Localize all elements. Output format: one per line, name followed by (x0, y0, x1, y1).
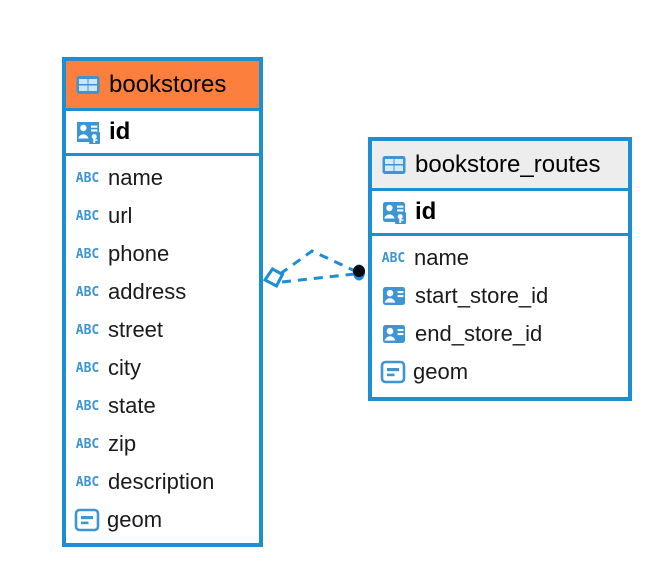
field-label: zip (108, 431, 137, 456)
primary-key-label: id (415, 198, 437, 225)
relationship-line-lower (281, 272, 356, 284)
field-row-url[interactable]: ABC url (66, 197, 259, 235)
foreign-key-icon (380, 282, 408, 310)
field-list-bookstore-routes: ABC name start_store_ (372, 236, 628, 391)
field-row-phone[interactable]: ABC phone (66, 235, 259, 273)
field-label: geom (107, 507, 163, 532)
abc-text-icon: ABC (381, 250, 406, 266)
abc-text-icon: ABC (75, 170, 100, 186)
field-label: name (108, 165, 164, 190)
entity-bookstores[interactable]: bookstores (62, 57, 263, 547)
filled-circle-marker (353, 264, 365, 281)
field-row-address[interactable]: ABC address (66, 273, 259, 311)
field-row-geom[interactable]: geom (372, 353, 628, 391)
entity-header-bookstores[interactable]: bookstores (66, 61, 259, 108)
field-row-city[interactable]: ABC city (66, 349, 259, 387)
relationship-connector[interactable] (255, 238, 375, 313)
entity-bookstore-routes[interactable]: bookstore_routes (368, 137, 632, 401)
table-icon (380, 151, 408, 179)
abc-text-icon: ABC (75, 436, 100, 452)
field-row-state[interactable]: ABC state (66, 387, 259, 425)
entity-name-label: bookstores (109, 70, 227, 98)
entity-name-label: bookstore_routes (415, 150, 601, 178)
field-row-street[interactable]: ABC street (66, 311, 259, 349)
abc-text-icon: ABC (75, 246, 100, 262)
abc-text-icon: ABC (75, 360, 100, 376)
field-label: url (108, 203, 133, 228)
field-label: start_store_id (415, 283, 549, 308)
field-label: street (108, 317, 164, 342)
foreign-key-icon (380, 320, 408, 348)
abc-text-icon: ABC (75, 474, 100, 490)
field-label: address (108, 279, 187, 304)
field-label: state (108, 393, 156, 418)
field-row-id[interactable]: id (372, 188, 628, 236)
diamond-outline-marker (262, 267, 285, 289)
field-row-id[interactable]: id (66, 108, 259, 156)
field-label: name (414, 245, 470, 270)
field-label: description (108, 469, 215, 494)
abc-text-icon: ABC (75, 284, 100, 300)
primary-key-icon (380, 198, 408, 226)
field-row-geom[interactable]: geom (66, 501, 259, 539)
field-label: city (108, 355, 141, 380)
field-label: geom (413, 359, 469, 384)
primary-key-label: id (109, 118, 131, 145)
geometry-icon (74, 508, 100, 532)
field-label: phone (108, 241, 170, 266)
entity-header-bookstore-routes[interactable]: bookstore_routes (372, 141, 628, 188)
relationship-line-upper (279, 249, 356, 276)
field-row-end-store-id[interactable]: end_store_id (372, 315, 628, 353)
table-icon (74, 71, 102, 99)
abc-text-icon: ABC (75, 398, 100, 414)
primary-key-icon (74, 118, 102, 146)
geometry-icon (380, 360, 406, 384)
field-list-bookstores: ABC name ABC url ABC phone ABC (66, 156, 259, 539)
field-row-description[interactable]: ABC description (66, 463, 259, 501)
abc-text-icon: ABC (75, 208, 100, 224)
field-label: end_store_id (415, 321, 543, 346)
field-row-name[interactable]: ABC name (372, 239, 628, 277)
field-row-start-store-id[interactable]: start_store_id (372, 277, 628, 315)
abc-text-icon: ABC (75, 322, 100, 338)
field-row-zip[interactable]: ABC zip (66, 425, 259, 463)
field-row-name[interactable]: ABC name (66, 159, 259, 197)
